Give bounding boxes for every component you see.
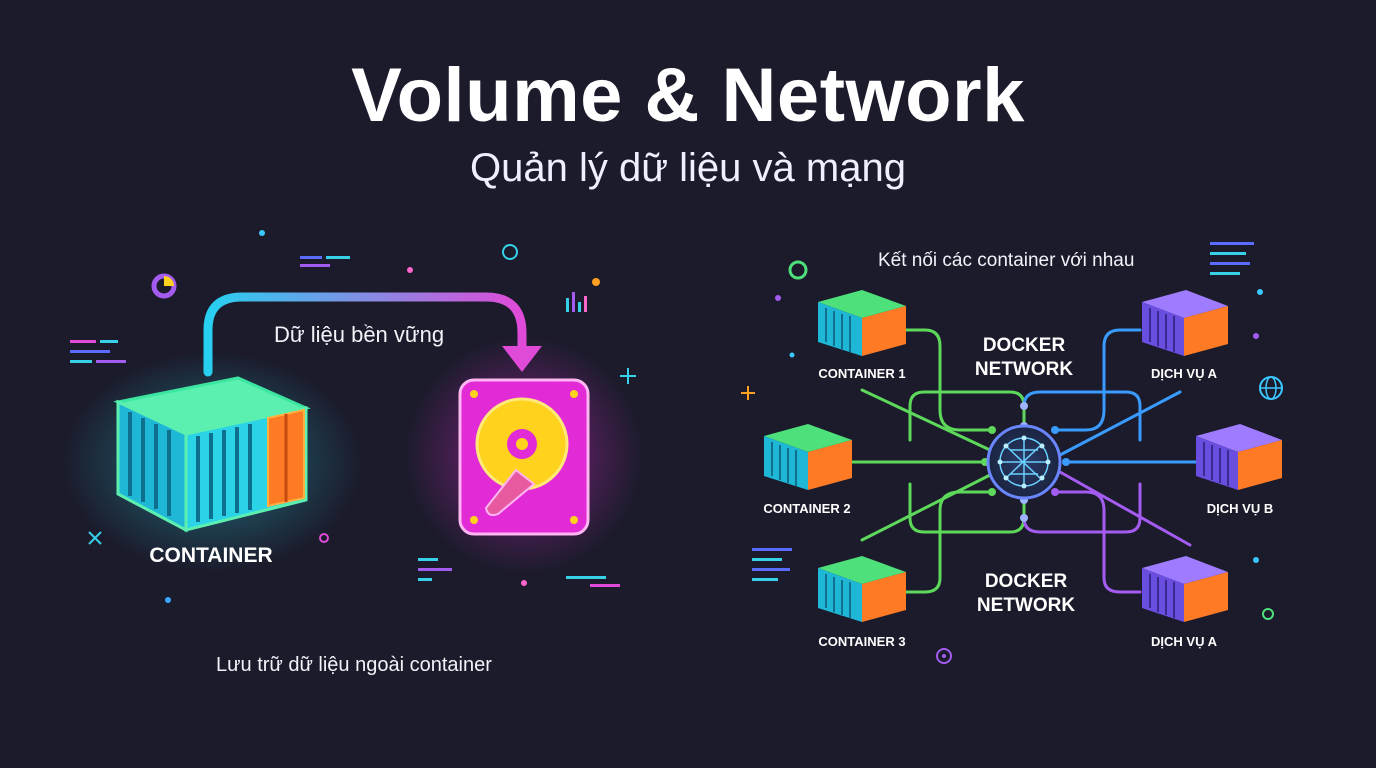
persistence-arrow [203, 292, 527, 377]
globe-icon [1259, 376, 1283, 400]
container-2-label: CONTAINER 2 [763, 501, 851, 516]
network-top-label: Kết nối các container với nhau [878, 250, 1135, 271]
container-1-icon [818, 290, 906, 356]
volume-footer-label: Lưu trữ dữ liệu ngoài container [216, 654, 492, 676]
container-3-label: CONTAINER 3 [818, 634, 906, 649]
container-3-icon [818, 556, 906, 622]
container-icon [113, 376, 311, 533]
container-2-icon [764, 424, 852, 490]
container-label: CONTAINER [149, 544, 273, 567]
pie-chart-icon [151, 273, 177, 299]
service-a2-label: DỊCH VỤ A [1151, 634, 1217, 649]
network-decor [741, 242, 1274, 664]
network-links [848, 328, 1198, 594]
docker-network-label-1: DOCKER NETWORK [974, 335, 1074, 380]
persistence-label: Dữ liệu bền vững [274, 322, 445, 347]
network-hub-icon [986, 424, 1062, 500]
service-a-icon [1142, 290, 1228, 356]
service-b-label: DỊCH VỤ B [1206, 501, 1274, 516]
bar-chart-icon [566, 292, 587, 312]
service-b-icon [1196, 424, 1282, 490]
decorative-dots [88, 230, 636, 603]
volume-section [62, 230, 644, 603]
service-a-label: DỊCH VỤ A [1151, 366, 1217, 381]
docker-network-label-2: DOCKER NETWORK [976, 571, 1076, 616]
arrow-head [502, 346, 542, 372]
network-section [741, 242, 1283, 664]
page-subtitle: Quản lý dữ liệu và mạng [470, 146, 906, 190]
code-lines-decor [70, 256, 620, 587]
page-title: Volume & Network [351, 53, 1025, 138]
link-junctions [981, 402, 1070, 522]
container-1-label: CONTAINER 1 [818, 366, 906, 381]
hard-disk-icon [458, 378, 590, 536]
service-a2-icon [1142, 556, 1228, 622]
